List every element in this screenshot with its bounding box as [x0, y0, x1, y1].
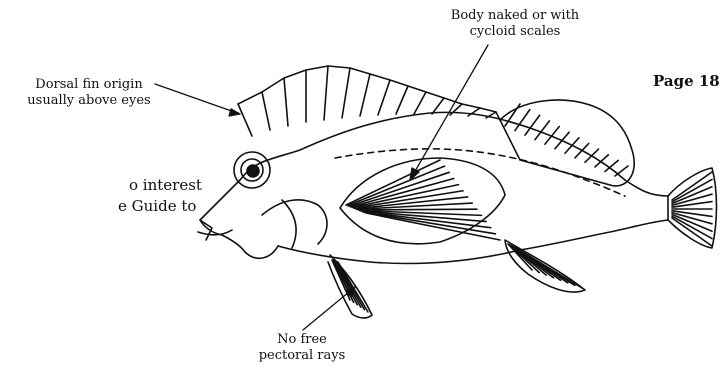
caudal-ray — [672, 179, 712, 201]
callout-arrows — [155, 45, 488, 330]
fish-head-outline — [200, 180, 278, 258]
label-body-scales-line-2: cycloid scales — [420, 24, 610, 40]
dorsal-spine — [238, 104, 252, 136]
caudal-fin — [668, 168, 717, 248]
fish-body-outline — [240, 112, 668, 263]
dorsal-spine — [360, 74, 370, 116]
pectoral-ray — [348, 166, 445, 205]
dorsal-spine — [432, 98, 444, 114]
label-pectoral-rays: No free pectoral rays — [232, 332, 372, 364]
soft-dorsal-ray — [525, 115, 540, 135]
label-body-scales: Body naked or with cycloid scales — [420, 8, 610, 40]
label-dorsal-fin-line-2: usually above eyes — [0, 93, 178, 109]
label-dorsal-fin: Dorsal fin origin usually above eyes — [0, 77, 178, 109]
dorsal-spine — [324, 66, 328, 120]
label-body-scales-line-1: Body naked or with — [420, 8, 610, 24]
dorsal-spine — [284, 78, 288, 126]
pelvic-ray — [337, 262, 365, 310]
label-pectoral-rays-line-1: No free — [232, 332, 372, 348]
label-dorsal-fin-line-1: Dorsal fin origin — [0, 77, 178, 93]
dorsal-spine — [342, 68, 350, 118]
soft-dorsal-ray — [545, 127, 559, 145]
dorsal-spine — [414, 92, 426, 114]
dorsal-spine — [262, 92, 270, 130]
label-pectoral-rays-line-2: pectoral rays — [232, 348, 372, 364]
dorsal-spine — [396, 86, 408, 114]
fish-pupil — [247, 165, 259, 177]
pectoral-fin-rays — [346, 160, 500, 240]
dorsal-spine — [378, 80, 390, 115]
soft-dorsal-ray — [615, 166, 628, 176]
caudal-fin-rays — [672, 172, 712, 246]
arrowhead-dorsal-fin — [229, 109, 240, 116]
anal-ray — [516, 248, 582, 288]
body-text-fragment-1: o interest — [129, 175, 202, 195]
preoperculum — [282, 200, 296, 248]
page-number: Page 186 — [653, 72, 720, 90]
arrow-body-scales — [410, 45, 488, 180]
caudal-ray — [672, 216, 712, 238]
pectoral-ray — [358, 209, 477, 210]
body-text-fragment-2: e Guide to — [118, 196, 196, 216]
dorsal-fin-spines — [238, 66, 500, 136]
pelvic-ray — [338, 262, 368, 312]
